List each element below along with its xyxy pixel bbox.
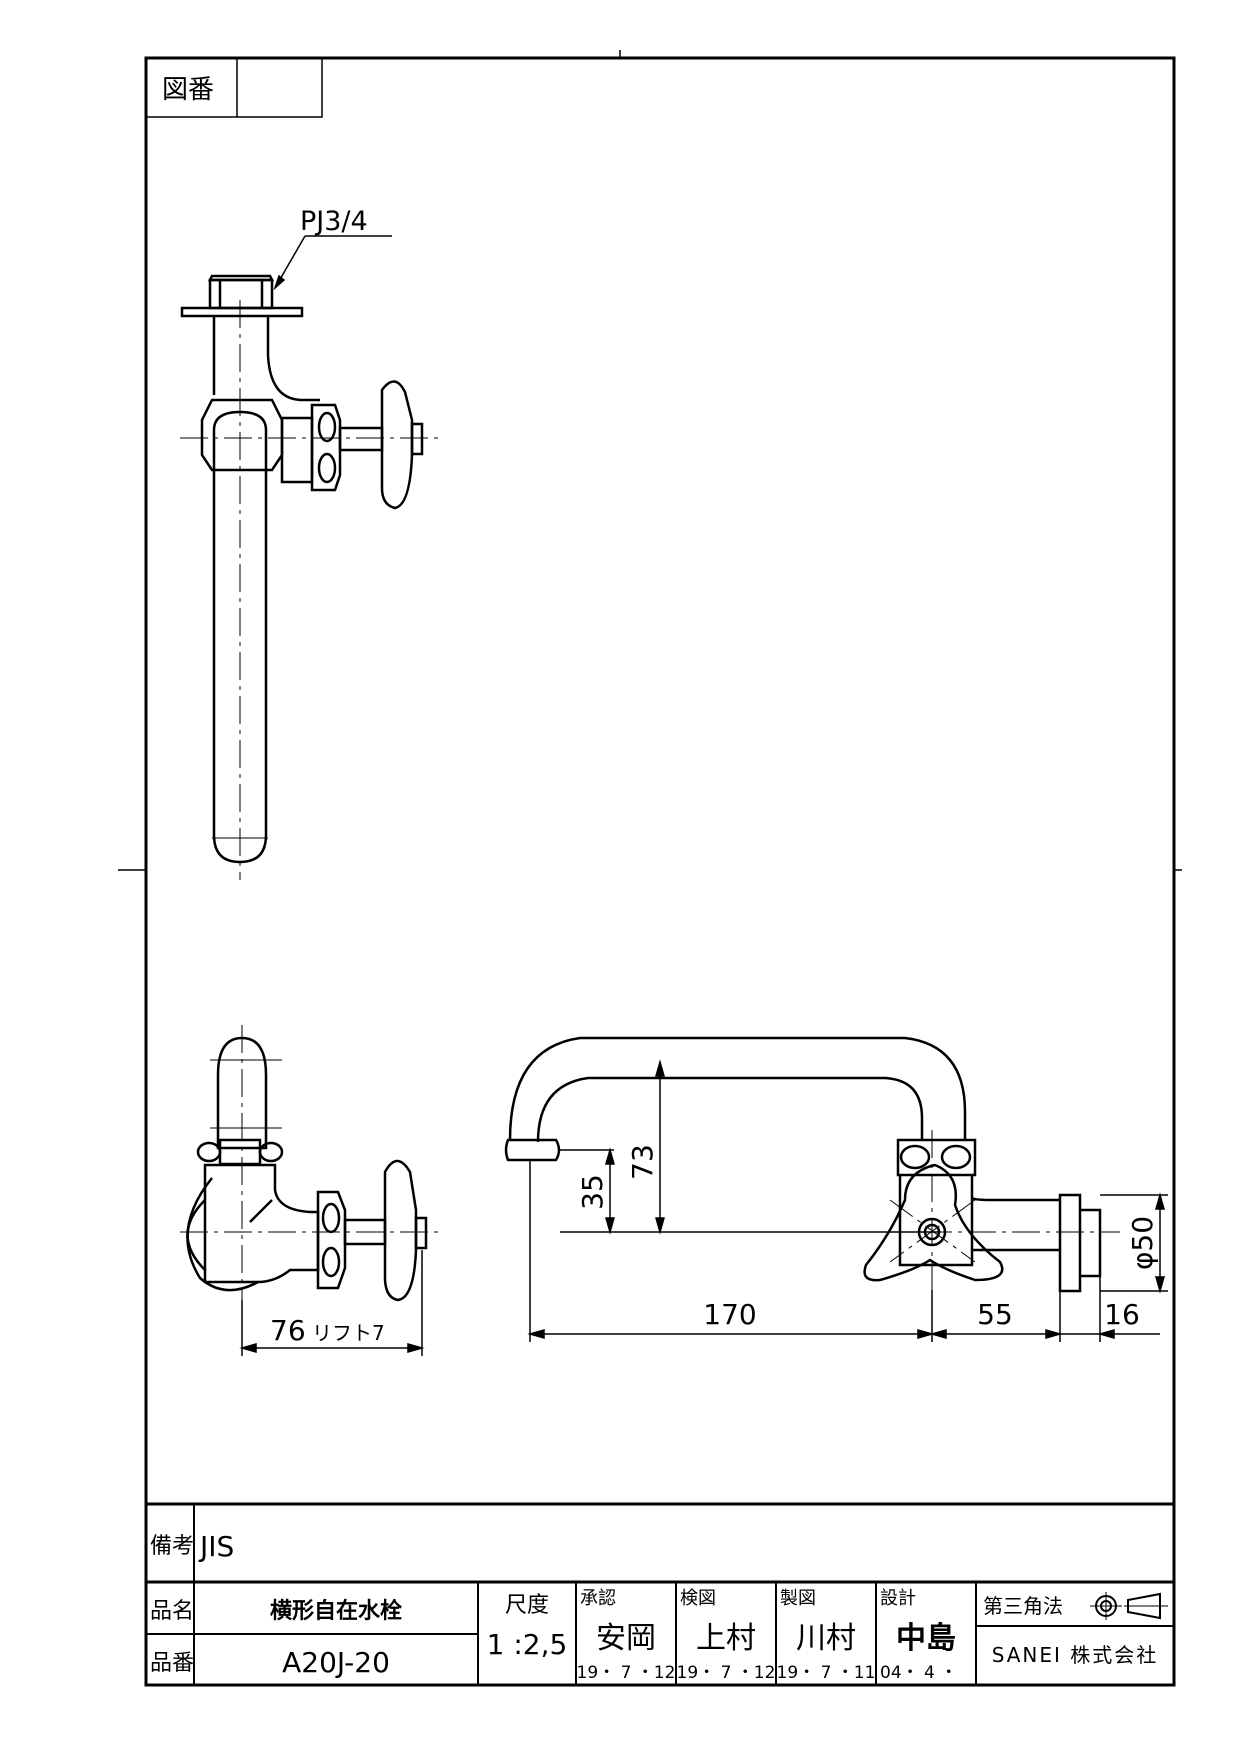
thread-label: PJ3/4 [300,206,368,237]
drawn-label: 製図 [780,1588,816,1609]
third-angle-projection-icon [1090,1592,1168,1620]
dim-body-length: 55 [977,1298,1013,1331]
front-view [504,1036,1120,1293]
front-dimensions [527,1059,1168,1342]
dim-spout-height: 73 [626,1144,659,1180]
remarks-label: 備考 [150,1534,194,1559]
checked-name: 上村 [696,1621,756,1656]
design-date: 04・ 4 ・ [880,1663,957,1683]
drawn-date: 19・ 7 ・11 [777,1663,876,1683]
company-name: SANEI 株式会社 [992,1643,1159,1667]
projection-label: 第三角法 [983,1594,1063,1618]
dim-spout-length: 170 [703,1298,756,1331]
top-view [180,274,440,880]
scale-value: 1 :2,5 [487,1628,568,1661]
dim-reach-value: 76 [270,1314,306,1347]
design-name: 中島 [896,1621,956,1656]
design-label: 設計 [880,1588,916,1609]
name-value: 横形自在水栓 [270,1598,402,1624]
dim-flange-thickness: 16 [1104,1298,1140,1331]
approved-label: 承認 [580,1588,616,1609]
sheet-frame [118,50,1182,1687]
part-value: A20J-20 [282,1646,390,1679]
dim-outlet-height: 35 [576,1174,609,1210]
dim-reach [239,1250,425,1356]
scale-label: 尺度 [505,1593,549,1618]
drawing-number-label: 図番 [162,75,214,105]
approved-date: 19・ 7 ・12 [577,1663,676,1683]
dim-flange-diameter: φ50 [1126,1216,1159,1270]
approved-name: 安岡 [596,1621,656,1656]
dim-reach-suffix: リフト7 [312,1321,385,1345]
side-view [180,1025,440,1302]
thread-leader [273,235,392,291]
checked-date: 19・ 7 ・12 [677,1663,776,1683]
drawing-number-box: 図番 [145,57,323,118]
name-label: 品名 [150,1599,194,1624]
part-label: 品番 [150,1651,194,1676]
remarks-value: JIS [198,1530,234,1563]
title-block [146,1502,1174,1685]
checked-label: 検図 [680,1588,716,1609]
drawn-name: 川村 [796,1621,856,1656]
